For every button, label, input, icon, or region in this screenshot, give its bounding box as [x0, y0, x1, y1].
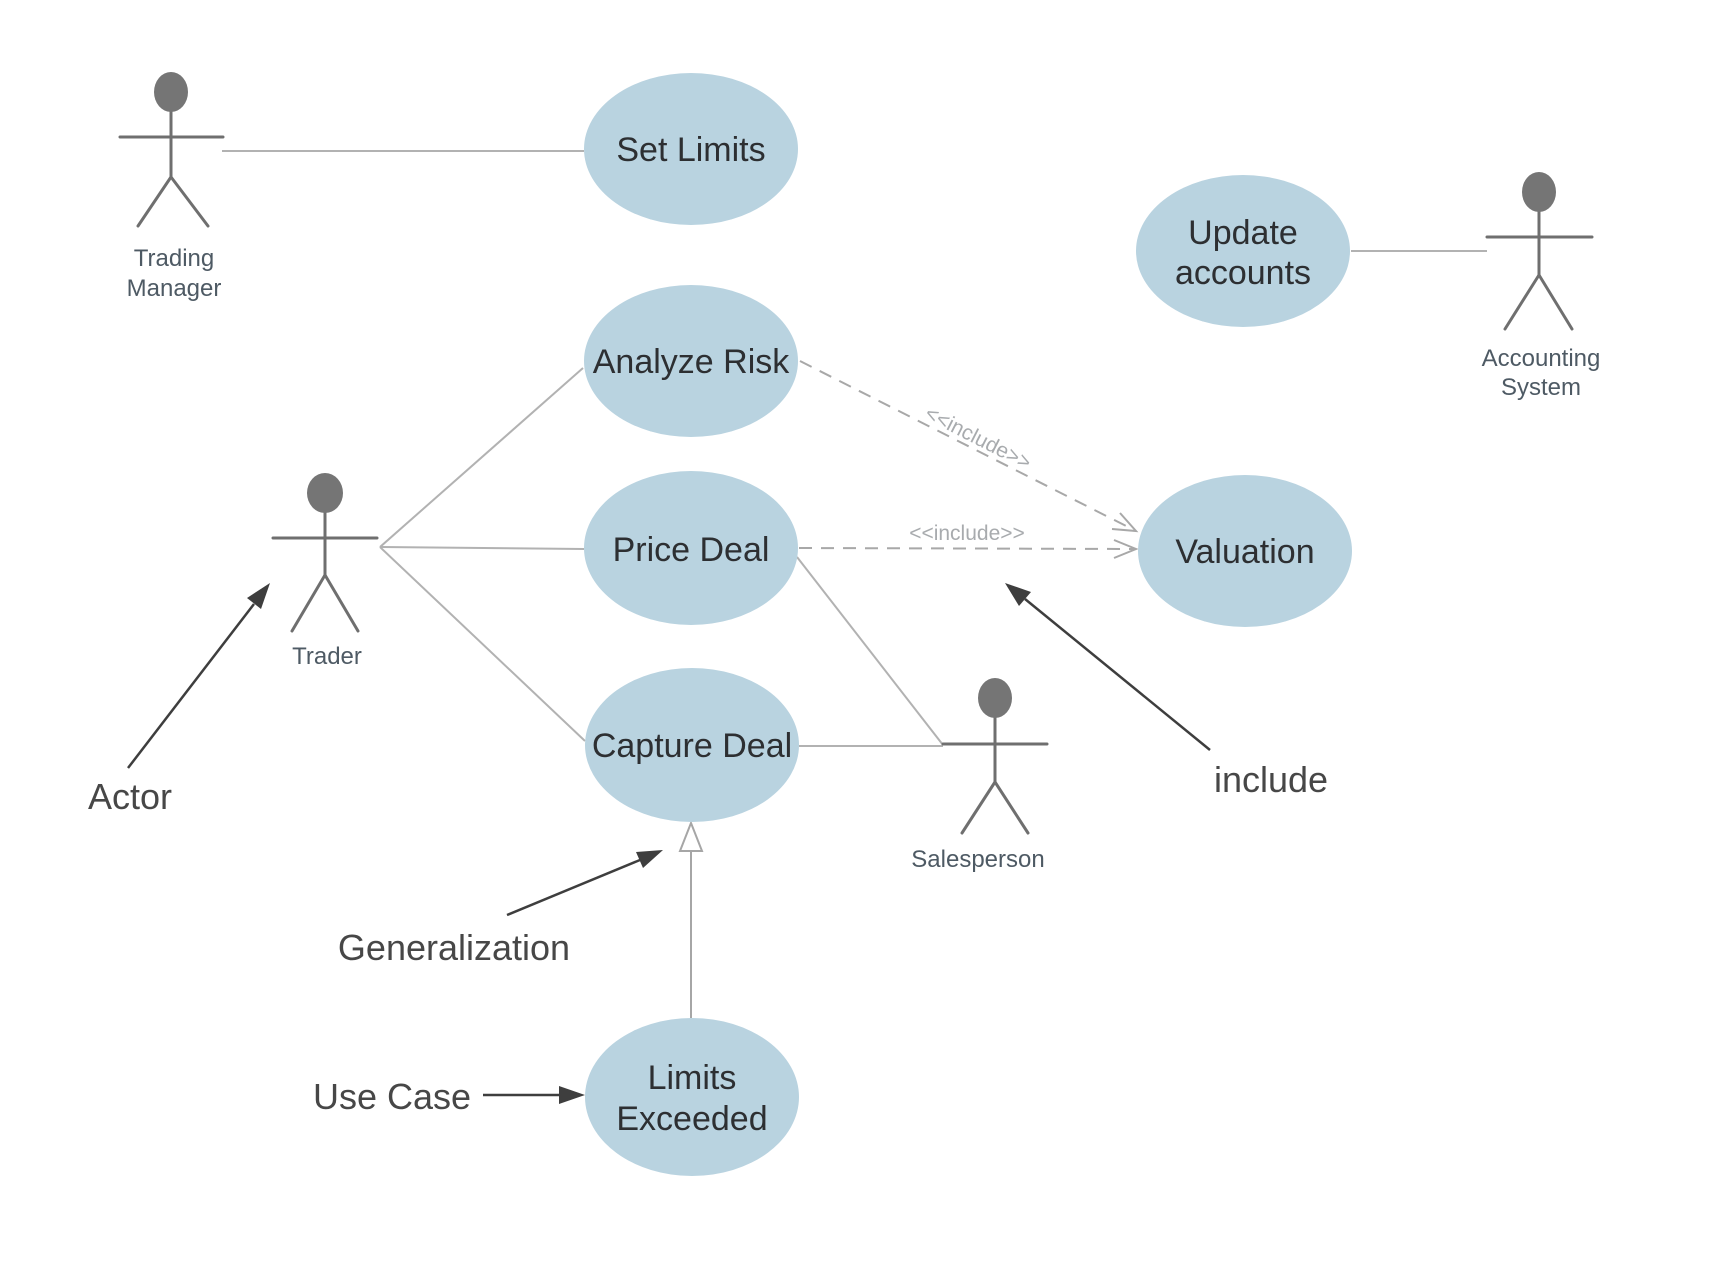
- price-deal-ellipse[interactable]: [584, 471, 798, 625]
- trading-manager-label-line2: Manager: [127, 275, 222, 302]
- analyze-risk-label: Analyze Risk: [593, 343, 791, 381]
- generalization-pointer-arrowhead-icon: [636, 850, 663, 868]
- accounting-system-label-line2: System: [1501, 374, 1581, 401]
- use-case-capture-deal[interactable]: Capture Deal: [585, 668, 799, 822]
- update-accounts-label-line2: accounts: [1175, 254, 1311, 292]
- accounting-system-right-leg: [1537, 273, 1574, 331]
- trading-manager-figure: [118, 110, 225, 228]
- include-relations: [798, 360, 1139, 559]
- use-case-limits-exceeded[interactable]: Limits Exceeded: [585, 1018, 799, 1176]
- legend-label-generalization: Generalization: [338, 927, 570, 968]
- accounting-system-left-leg: [1503, 273, 1541, 331]
- trader-right-leg: [323, 573, 360, 633]
- valuation-label: Valuation: [1175, 533, 1314, 571]
- use-case-pointer-arrowhead-icon: [559, 1086, 585, 1104]
- associations: [222, 150, 1487, 747]
- update-accounts-label-line1: Update: [1188, 214, 1298, 252]
- salesperson-left-leg: [960, 780, 997, 835]
- trading-manager-right-leg: [169, 175, 210, 228]
- use-case-analyze-risk[interactable]: Analyze Risk: [584, 285, 798, 437]
- salesperson-label: Salesperson: [911, 846, 1044, 873]
- accounting-system-label-line1: Accounting: [1482, 345, 1601, 372]
- include-arrowhead-analyze-risk: [1111, 512, 1139, 533]
- include-line-price-deal-valuation: [798, 547, 1137, 550]
- association-trader-analyze-risk: [379, 367, 584, 548]
- actor-accounting-system[interactable]: Accounting System: [1482, 172, 1601, 401]
- use-case-update-accounts[interactable]: Update accounts: [1136, 175, 1350, 327]
- salesperson-figure: [941, 716, 1049, 835]
- limits-exceeded-label-line2: Exceeded: [616, 1100, 767, 1138]
- trader-left-leg: [290, 573, 327, 633]
- use-case-valuation[interactable]: Valuation: [1138, 475, 1352, 627]
- salesperson-head-icon[interactable]: [978, 678, 1012, 718]
- limits-exceeded-label-line1: Limits: [648, 1059, 737, 1097]
- limits-exceeded-ellipse[interactable]: [585, 1018, 799, 1176]
- trading-manager-left-leg: [136, 175, 173, 228]
- include-pointer-line: [1024, 598, 1211, 751]
- include-line-analyze-risk-valuation: [799, 360, 1137, 532]
- association-trader-price-deal: [379, 546, 585, 550]
- generalization-triangle-icon: [678, 820, 704, 852]
- include-pointer-arrowhead-icon: [1005, 583, 1031, 606]
- include-stereotype-analyze-risk: <<include>>: [921, 402, 1034, 475]
- capture-deal-ellipse[interactable]: [585, 668, 799, 822]
- include-arrowhead-price-deal: [1113, 539, 1139, 559]
- actor-trader[interactable]: Trader: [271, 473, 379, 670]
- trader-figure: [271, 511, 379, 633]
- actor-trading-manager[interactable]: Trading Manager: [118, 72, 225, 302]
- salesperson-right-leg: [993, 780, 1030, 835]
- trader-head-icon[interactable]: [307, 473, 343, 513]
- set-limits-ellipse[interactable]: [584, 73, 798, 225]
- update-accounts-ellipse[interactable]: [1136, 175, 1350, 327]
- generalization-pointer-line: [506, 858, 641, 917]
- generalization-limits-exceeded-capture-deal: [678, 820, 704, 1018]
- actor-pointer-line: [127, 603, 255, 769]
- price-deal-label: Price Deal: [613, 531, 770, 569]
- accounting-system-head-icon[interactable]: [1522, 172, 1556, 212]
- association-price-deal-salesperson: [796, 556, 944, 746]
- analyze-risk-ellipse[interactable]: [584, 285, 798, 437]
- valuation-ellipse[interactable]: [1138, 475, 1352, 627]
- legend-label-use-case: Use Case: [313, 1076, 471, 1117]
- association-trader-capture-deal: [379, 546, 586, 742]
- actor-salesperson[interactable]: Salesperson: [911, 678, 1049, 873]
- legend-annotations: [127, 583, 1211, 1104]
- legend-label-include: include: [1214, 759, 1328, 800]
- include-stereotype-price-deal: <<include>>: [909, 522, 1025, 545]
- set-limits-label: Set Limits: [616, 131, 765, 169]
- use-case-price-deal[interactable]: Price Deal: [584, 471, 798, 625]
- use-case-set-limits[interactable]: Set Limits: [584, 73, 798, 225]
- trading-manager-head-icon[interactable]: [154, 72, 188, 112]
- trader-label: Trader: [292, 643, 362, 670]
- legend-label-actor: Actor: [88, 776, 172, 817]
- actor-pointer-arrowhead-icon: [247, 583, 270, 609]
- capture-deal-label: Capture Deal: [592, 727, 792, 765]
- trading-manager-label-line1: Trading: [134, 245, 214, 272]
- accounting-system-figure: [1485, 210, 1594, 331]
